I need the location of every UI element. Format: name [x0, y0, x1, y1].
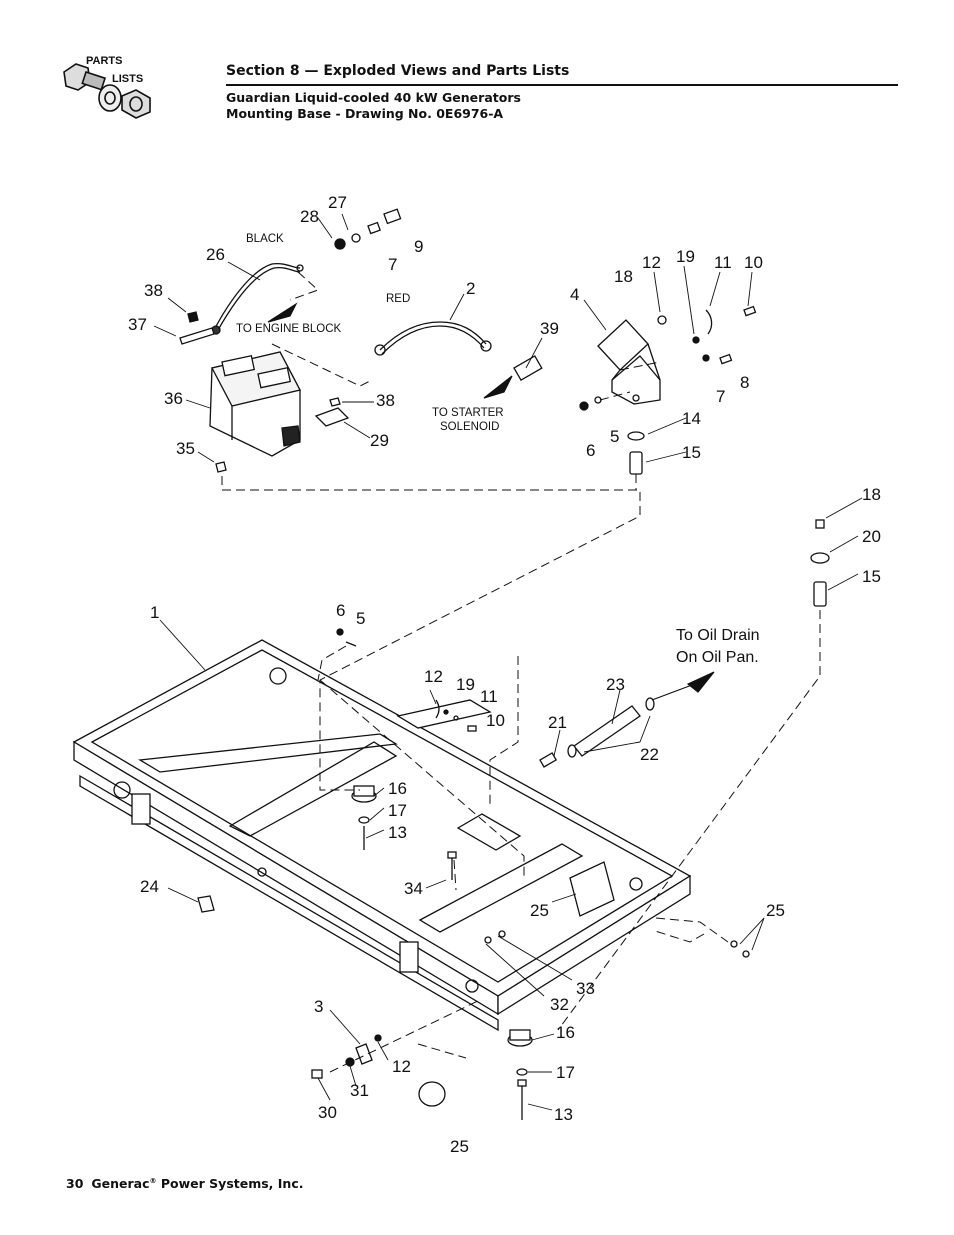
callout-33: 33: [576, 979, 595, 998]
callout-28: 28: [300, 207, 319, 226]
arrow-to-oil-drain-icon: [686, 671, 715, 693]
callout-26: 26: [206, 245, 225, 264]
label-to-engine-block: TO ENGINE BLOCK: [236, 323, 342, 335]
footer-suffix: Power Systems, Inc.: [156, 1176, 304, 1191]
arrow-to-engine-block-icon: [267, 302, 298, 323]
section-title: Section 8 — Exploded Views and Parts Lis…: [226, 63, 570, 79]
callout-18: 18: [862, 485, 881, 504]
mounting-plate: [569, 861, 615, 917]
callout-8: 8: [740, 373, 749, 392]
subtitle-drawing: Mounting Base - Drawing No. 0E6976-A: [226, 106, 504, 121]
oil-drain-hose: [539, 697, 655, 768]
callout-3: 3: [314, 997, 323, 1016]
callout-15: 15: [862, 567, 881, 586]
callout-34: 34: [404, 879, 423, 898]
callout-16: 16: [556, 1023, 575, 1042]
callout-15: 15: [682, 443, 701, 462]
callout-4: 4: [570, 285, 579, 304]
callout-19: 19: [676, 247, 695, 266]
battery: [209, 351, 301, 457]
callout-27: 27: [328, 193, 347, 212]
callout-7: 7: [716, 387, 725, 406]
callout-5: 5: [356, 609, 365, 628]
callout-6: 6: [586, 441, 595, 460]
callout-10: 10: [486, 711, 505, 730]
callout-11: 11: [480, 687, 498, 706]
logo-text-parts: PARTS: [86, 55, 122, 67]
callout-36: 36: [164, 389, 183, 408]
callout-38: 38: [144, 281, 163, 300]
page-footer: 30 Generac® Power Systems, Inc.: [66, 1176, 304, 1191]
footer-reg-mark: ®: [149, 1176, 157, 1185]
callout-12: 12: [392, 1057, 411, 1076]
callout-21: 21: [548, 713, 567, 732]
parts-lists-logo: PARTS LISTS: [58, 54, 162, 134]
logo-text-lists: LISTS: [112, 73, 143, 85]
spacer-15: [629, 451, 643, 475]
callout-9: 9: [414, 237, 423, 256]
label-to-oil-drain: To Oil Drain: [676, 627, 760, 644]
callout-5: 5: [610, 427, 619, 446]
bolt-nut-washer-icon: PARTS LISTS: [63, 55, 151, 119]
label-on-oil-pan: On Oil Pan.: [676, 649, 759, 666]
callout-38: 38: [376, 391, 395, 410]
callout-20: 20: [862, 527, 881, 546]
hold-down-clamp: [314, 407, 350, 427]
label-red: RED: [386, 293, 410, 305]
arrow-to-starter-icon: [483, 375, 513, 399]
battery-cable-black: [211, 262, 304, 335]
footer-company: Generac: [91, 1176, 150, 1191]
callout-22: 22: [640, 745, 659, 764]
callout-25: 25: [450, 1137, 469, 1156]
callout-12: 12: [642, 253, 661, 272]
callout-13: 13: [554, 1105, 573, 1124]
callout-39: 39: [540, 319, 559, 338]
callout-13: 13: [388, 823, 407, 842]
callout-18: 18: [614, 267, 633, 286]
page-header: Section 8 — Exploded Views and Parts Lis…: [226, 62, 898, 122]
battery-cable-red: [374, 321, 543, 382]
callout-10: 10: [744, 253, 763, 272]
callout-32: 32: [550, 995, 569, 1014]
callout-24: 24: [140, 877, 159, 896]
callout-31: 31: [350, 1081, 369, 1100]
nut-28: [334, 238, 346, 250]
grommet-25: [418, 1081, 446, 1107]
subtitle-model: Guardian Liquid-cooled 40 kW Generators: [226, 90, 521, 105]
callout-19: 19: [456, 675, 475, 694]
callout-14: 14: [682, 409, 701, 428]
callout-11: 11: [714, 253, 732, 272]
callout-7: 7: [388, 255, 397, 274]
callout-6: 6: [336, 601, 345, 620]
page-number: 30: [66, 1176, 84, 1191]
callout-1: 1: [150, 603, 159, 622]
hold-down-bar: [179, 327, 215, 345]
callout-23: 23: [606, 675, 625, 694]
callout-12: 12: [424, 667, 443, 686]
callout-25: 25: [766, 901, 785, 920]
spacer-15-right: [813, 581, 827, 607]
callout-16: 16: [388, 779, 407, 798]
label-solenoid: SOLENOID: [440, 421, 499, 433]
callout-29: 29: [370, 431, 389, 450]
callout-37: 37: [128, 315, 147, 334]
callout-2: 2: [466, 279, 475, 298]
header-rule: [226, 84, 898, 86]
callout-17: 17: [388, 801, 407, 820]
label-black: BLACK: [246, 233, 284, 245]
label-to-starter: TO STARTER: [432, 407, 504, 419]
callout-17: 17: [556, 1063, 575, 1082]
callout-25: 25: [530, 901, 549, 920]
callout-35: 35: [176, 439, 195, 458]
callout-30: 30: [318, 1103, 337, 1122]
mounting-base-frame: [72, 639, 692, 1032]
mounting-bracket: [597, 319, 661, 405]
